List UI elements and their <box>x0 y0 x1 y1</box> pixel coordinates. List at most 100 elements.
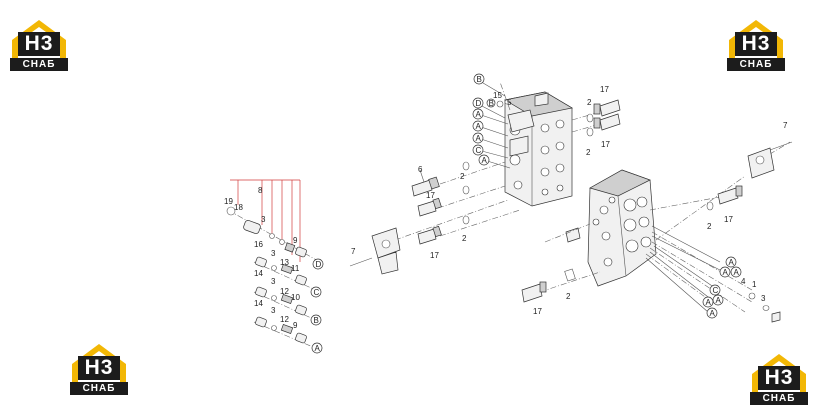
svg-text:D: D <box>476 99 482 108</box>
svg-text:B: B <box>314 316 319 325</box>
ref-letter-b: B <box>473 73 485 85</box>
callout-3: 3 <box>271 277 276 286</box>
callout-17: 17 <box>600 85 609 94</box>
ref-letter-a: A <box>472 120 484 132</box>
callout-10: 10 <box>291 293 300 302</box>
callout-4: 4 <box>741 277 746 286</box>
callout-5: 5 <box>507 98 512 107</box>
svg-text:A: A <box>476 122 482 131</box>
callout-2: 2 <box>460 172 465 181</box>
callout-3: 3 <box>271 306 276 315</box>
callout-14: 14 <box>254 299 263 308</box>
logo-band: СНАБ <box>70 382 128 395</box>
callout-6: 6 <box>418 165 423 174</box>
callout-17: 17 <box>601 140 610 149</box>
callout-9: 9 <box>293 236 298 245</box>
circled-letters: B B D A A A C A A A A C A A A D C B A <box>310 73 742 354</box>
callout-1: 1 <box>752 280 757 289</box>
ref-letter-a: A <box>472 132 484 144</box>
lower-valve-block <box>565 169 657 287</box>
callout-3: 3 <box>271 249 276 258</box>
ref-letter-a: A <box>719 266 731 278</box>
center-lines <box>394 81 791 313</box>
callout-9: 9 <box>293 321 298 330</box>
svg-text:A: A <box>482 156 488 165</box>
svg-text:C: C <box>314 288 320 297</box>
svg-text:A: A <box>710 309 716 318</box>
svg-text:A: A <box>723 268 729 277</box>
svg-text:A: A <box>476 110 482 119</box>
house-roof-icon <box>729 20 783 58</box>
house-roof-icon <box>72 344 126 382</box>
callout-labels: 2 17 17 2 15 5 6 17 2 2 17 7 7 17 2 2 17… <box>224 85 788 330</box>
callout-16: 16 <box>254 240 263 249</box>
callout-12: 12 <box>280 315 289 324</box>
svg-text:B: B <box>477 75 482 84</box>
callout-2: 2 <box>462 234 467 243</box>
callout-13: 13 <box>280 258 289 267</box>
brand-logo-bottom-left: H3 СНАБ <box>70 342 128 396</box>
ref-letter-d: D <box>472 97 484 109</box>
svg-text:B: B <box>489 99 494 108</box>
ref-letter-a: A <box>472 108 484 120</box>
ref-letter-a: A <box>712 294 724 306</box>
callout-12: 12 <box>280 287 289 296</box>
callout-3: 3 <box>261 215 266 224</box>
callout-18: 18 <box>234 203 243 212</box>
svg-text:A: A <box>706 298 712 307</box>
routing-lines <box>645 225 725 313</box>
lower-block-components <box>521 185 781 323</box>
ref-letter-a: A <box>730 266 742 278</box>
callout-11: 11 <box>291 264 300 273</box>
svg-text:A: A <box>734 268 740 277</box>
brand-logo-top-left: H3 СНАБ <box>10 18 68 72</box>
svg-text:A: A <box>716 296 722 305</box>
logo-mark: H3 <box>758 366 800 390</box>
svg-text:A: A <box>729 258 735 267</box>
callout-2: 2 <box>586 148 591 157</box>
logo-band: СНАБ <box>750 392 808 405</box>
callout-17: 17 <box>533 307 542 316</box>
ref-letter-b: B <box>486 98 496 108</box>
logo-mark: H3 <box>18 32 60 56</box>
callout-3: 3 <box>761 294 766 303</box>
logo-mark: H3 <box>735 32 777 56</box>
svg-text:A: A <box>476 134 482 143</box>
ref-letter-c: C <box>472 144 484 156</box>
house-roof-icon <box>12 20 66 58</box>
callout-15: 15 <box>493 91 502 100</box>
svg-text:A: A <box>315 344 321 353</box>
ref-letter-a: A <box>702 296 714 308</box>
callout-2: 2 <box>566 292 571 301</box>
upper-block-components <box>411 99 621 245</box>
callout-7: 7 <box>351 247 356 256</box>
svg-text:C: C <box>476 146 482 155</box>
callout-17: 17 <box>430 251 439 260</box>
solenoid-bracket-right <box>747 141 793 179</box>
logo-mark: H3 <box>78 356 120 380</box>
solenoid-bracket-left <box>349 227 401 275</box>
callout-19: 19 <box>224 197 233 206</box>
brand-logo-bottom-right: H3 СНАБ <box>750 352 808 406</box>
logo-band: СНАБ <box>10 58 68 71</box>
callout-2: 2 <box>707 222 712 231</box>
logo-band: СНАБ <box>727 58 785 71</box>
ref-letter-c: C <box>310 286 322 298</box>
left-parts-column <box>226 179 321 351</box>
callout-8: 8 <box>258 186 263 195</box>
ref-letter-a: A <box>478 154 490 166</box>
ref-letter-d: D <box>312 258 324 270</box>
svg-text:C: C <box>713 286 719 295</box>
callout-17: 17 <box>426 191 435 200</box>
upper-valve-block <box>504 91 573 207</box>
callout-2: 2 <box>587 98 592 107</box>
ref-letter-b: B <box>310 314 322 326</box>
ref-letter-a: A <box>706 307 718 319</box>
ref-letter-a: A <box>311 342 323 354</box>
house-roof-icon <box>752 354 806 392</box>
callout-17: 17 <box>724 215 733 224</box>
ref-letter-a: A <box>725 256 737 268</box>
brand-logo-top-right: H3 СНАБ <box>727 18 785 72</box>
